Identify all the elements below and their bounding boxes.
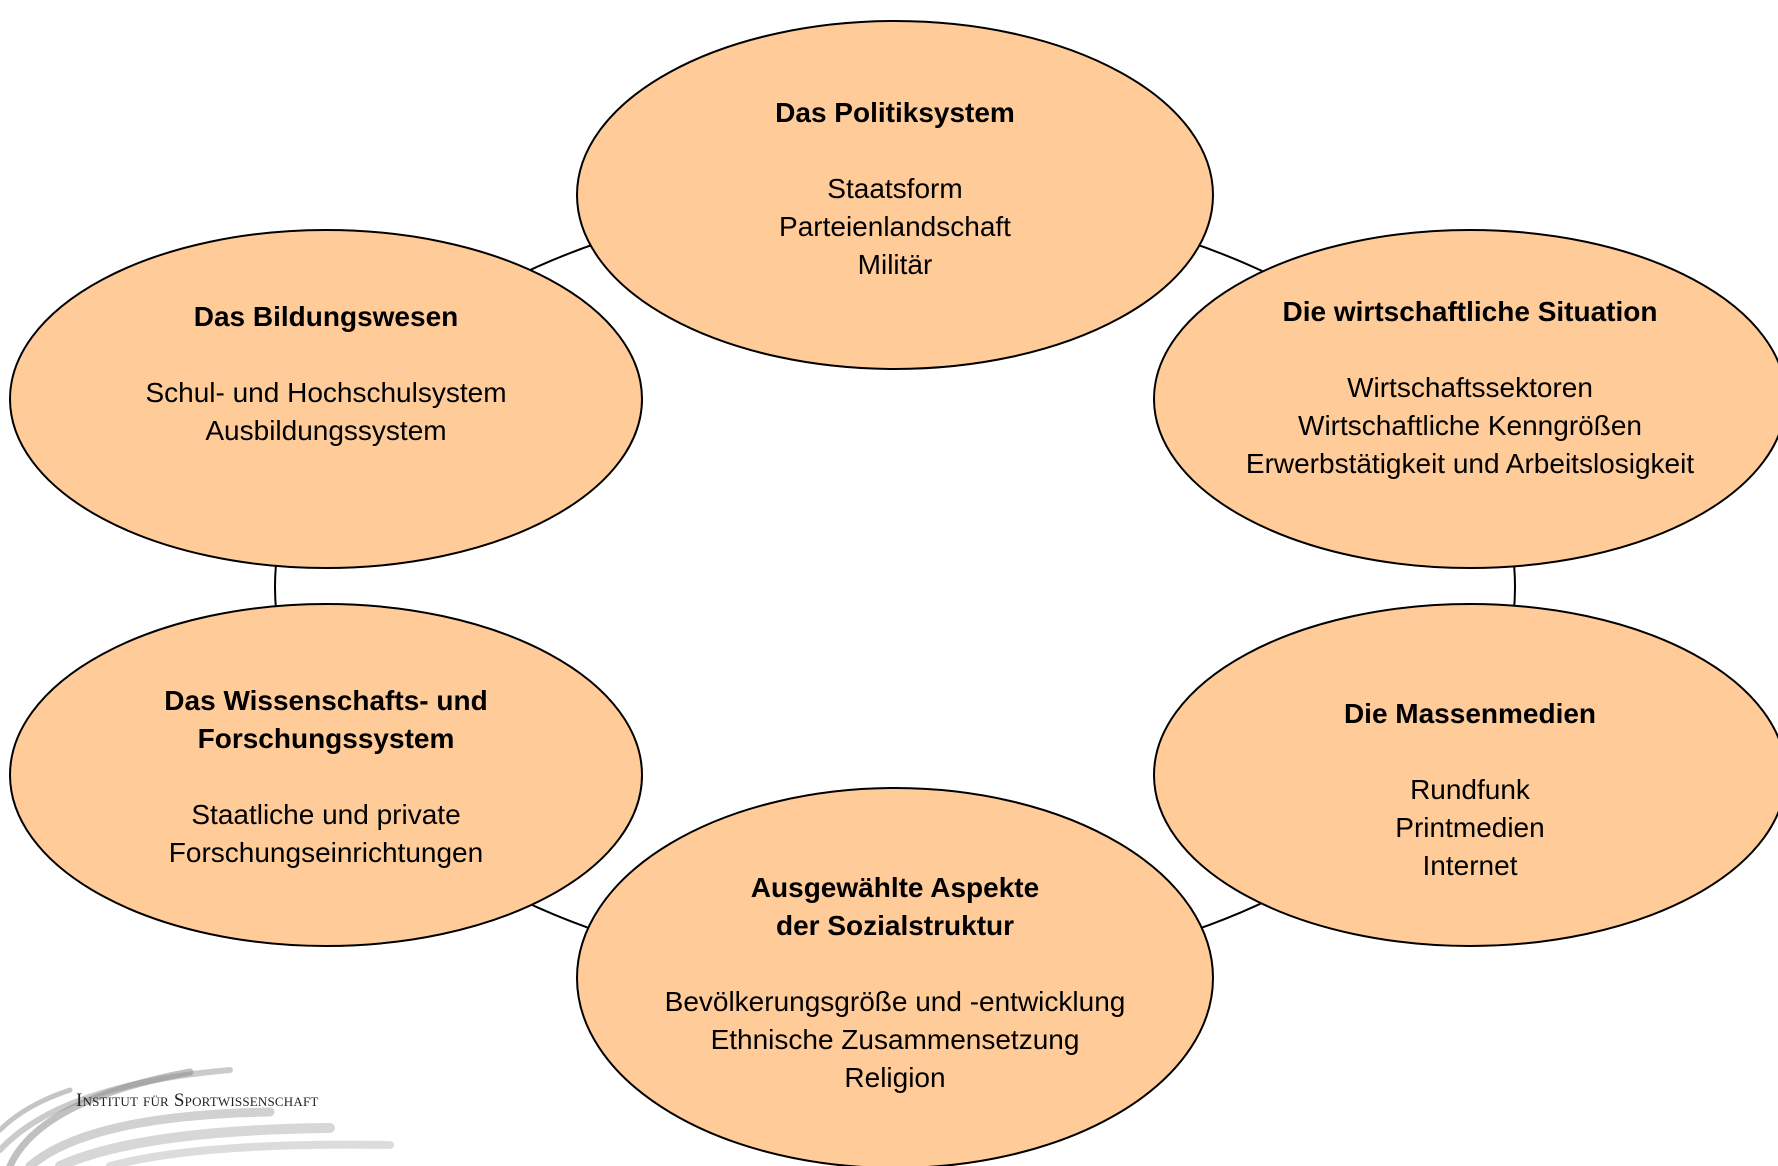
- ellipse-wirtschaft: [1153, 229, 1778, 569]
- logo-swoosh-arc: [106, 1140, 394, 1166]
- node-item: Wirtschaftssektoren: [1347, 372, 1593, 403]
- node-item: Schul- und Hochschulsystem: [145, 377, 507, 408]
- institute-logo-swoosh: [0, 1067, 394, 1166]
- node-item: Internet: [1422, 850, 1518, 881]
- node-title: Ausgewählte Aspekte der Sozialstruktur: [750, 872, 1040, 941]
- node-items: Bevölkerungsgröße und -entwicklung Ethni…: [620, 983, 1170, 1097]
- node-item: Religion: [844, 1062, 946, 1093]
- node-item: Rundfunk: [1410, 774, 1530, 805]
- node-title: Die Massenmedien: [1343, 698, 1597, 729]
- node-item: Printmedien: [1395, 812, 1545, 843]
- node-item: Erwerbstätigkeit und Arbeitslosigkeit: [1245, 448, 1695, 479]
- node-massenmedien: Die Massenmedien Rundfunk Printmedien In…: [1192, 695, 1748, 885]
- node-item: Wirtschaftliche Kenngrößen: [1298, 410, 1642, 441]
- ellipse-massenmedien: [1153, 603, 1778, 947]
- institute-logo-text: Institut für Sportwissenschaft: [76, 1090, 319, 1112]
- institute-logo-label: Institut für Sportwissenschaft: [76, 1090, 319, 1111]
- node-title: Das Politiksystem: [775, 97, 1015, 128]
- logo-swoosh-arc: [6, 1068, 194, 1166]
- node-item: Forschungseinrichtungen: [168, 837, 484, 868]
- ellipse-bildungswesen: [9, 229, 643, 569]
- node-item: Parteienlandschaft: [779, 211, 1011, 242]
- logo-swoosh-arc: [25, 1107, 275, 1166]
- node-items: Wirtschaftssektoren Wirtschaftliche Kenn…: [1192, 369, 1748, 483]
- node-item: Ethnische Zusammensetzung: [710, 1024, 1080, 1055]
- ellipse-politiksystem: [576, 20, 1214, 370]
- node-title: Das Wissenschafts- und Forschungssystem: [164, 685, 488, 754]
- node-items: Rundfunk Printmedien Internet: [1192, 771, 1748, 885]
- ellipse-layer: [9, 20, 1778, 1166]
- logo-swoosh-arc: [0, 1087, 73, 1133]
- node-item: Ausbildungssystem: [205, 415, 447, 446]
- node-wirtschaft: Die wirtschaftliche Situation Wirtschaft…: [1192, 293, 1748, 483]
- node-item: Staatliche und private: [191, 799, 461, 830]
- node-item: Bevölkerungsgröße und -entwicklung: [664, 986, 1126, 1017]
- node-item: Staatsform: [827, 173, 963, 204]
- ellipse-wissenschaft: [9, 603, 643, 947]
- ellipse-sozialstruktur: [576, 787, 1214, 1166]
- node-title: Die wirtschaftliche Situation: [1282, 296, 1658, 327]
- node-items: Schul- und Hochschulsystem Ausbildungssy…: [76, 374, 576, 450]
- node-sozialstruktur: Ausgewählte Aspekte der Sozialstruktur B…: [620, 869, 1170, 1097]
- node-items: Staatsform Parteienlandschaft Militär: [620, 170, 1170, 284]
- node-title: Das Bildungswesen: [193, 301, 459, 332]
- node-items: Staatliche und private Forschungseinrich…: [76, 796, 576, 872]
- node-item: Militär: [857, 249, 933, 280]
- node-politiksystem: Das Politiksystem Staatsform Parteienlan…: [620, 94, 1170, 284]
- logo-swoosh-arc: [0, 1067, 233, 1153]
- logo-swoosh-arc: [55, 1123, 335, 1166]
- node-bildungswesen: Das Bildungswesen Schul- und Hochschulsy…: [76, 298, 576, 450]
- node-wissenschaft: Das Wissenschafts- und Forschungssystem …: [76, 682, 576, 872]
